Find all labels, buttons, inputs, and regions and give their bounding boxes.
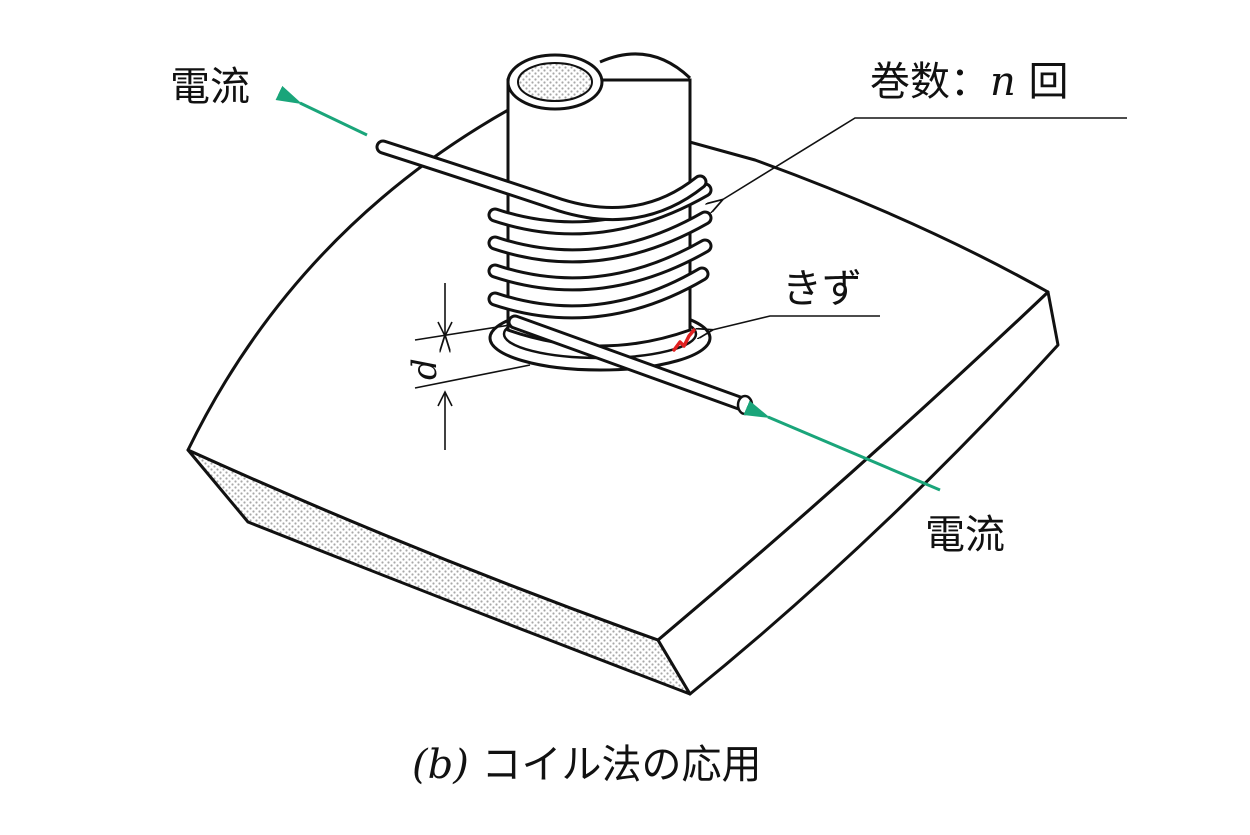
- turns-label: 巻数：n 回: [870, 59, 1068, 105]
- current-label-top: 電流: [170, 64, 250, 110]
- flaw-leader-line: [712, 315, 880, 330]
- flaw-label: きず: [782, 266, 862, 312]
- coil-turn: [487, 266, 710, 320]
- figure-caption: (b) コイル法の応用: [412, 742, 762, 788]
- caption-index: (b): [412, 742, 469, 788]
- flaw-crack: [672, 328, 696, 352]
- current-arrow-bottom: [743, 400, 941, 492]
- coil-turn: [487, 238, 713, 292]
- dimension-label: d: [405, 358, 445, 380]
- coil-turn: [487, 210, 713, 264]
- lead-wire-top: [375, 139, 708, 221]
- turns-suffix: 回: [1016, 59, 1069, 105]
- turns-leader-line: [722, 117, 1127, 200]
- turns-variable: n: [990, 59, 1016, 105]
- current-label-bottom: 電流: [925, 512, 1005, 558]
- dimension-d: [414, 283, 531, 450]
- current-arrow-top: [275, 85, 368, 137]
- cylinder-top-stipple: [517, 62, 593, 102]
- turns-prefix: 巻数：: [870, 59, 990, 105]
- caption-text: コイル法の応用: [469, 742, 762, 788]
